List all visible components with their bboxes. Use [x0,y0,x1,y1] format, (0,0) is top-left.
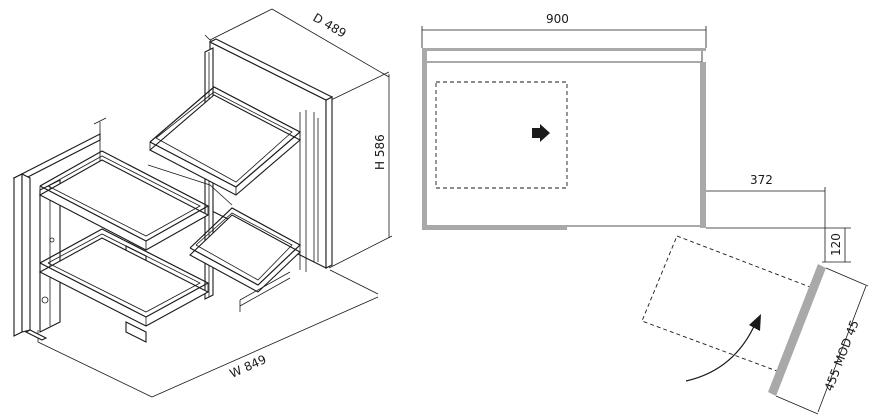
plan-basket [435,81,568,189]
plan-width-dimension: 900 [421,12,707,48]
upper-rear-basket [147,86,302,206]
cabinet-front-panel [12,117,107,341]
width-label: W 849 [228,352,269,380]
plan-opening-dimension: 372 [706,173,826,262]
height-label: H 586 [373,134,387,170]
plan-width-label: 900 [546,12,569,26]
height-dimension: H 586 [328,74,393,269]
lower-front-basket [38,228,210,343]
lower-rear-basket [189,207,302,312]
isometric-corner-unit: D 489 H 586 W 849 [12,8,393,398]
plan-offset-dimension: 120 [706,227,851,263]
depth-label: D 489 [311,10,349,40]
swing-arrow [685,314,761,382]
plan-offset-label: 120 [829,233,843,256]
plan-view: 900 372 120 [421,12,869,415]
plan-door-label: 455 MOD 45 [822,318,862,393]
plan-cabinet [422,48,706,230]
arrow-right-icon [532,124,550,142]
plan-opening-label: 372 [750,173,773,187]
curved-arrow-head-icon [749,314,761,331]
